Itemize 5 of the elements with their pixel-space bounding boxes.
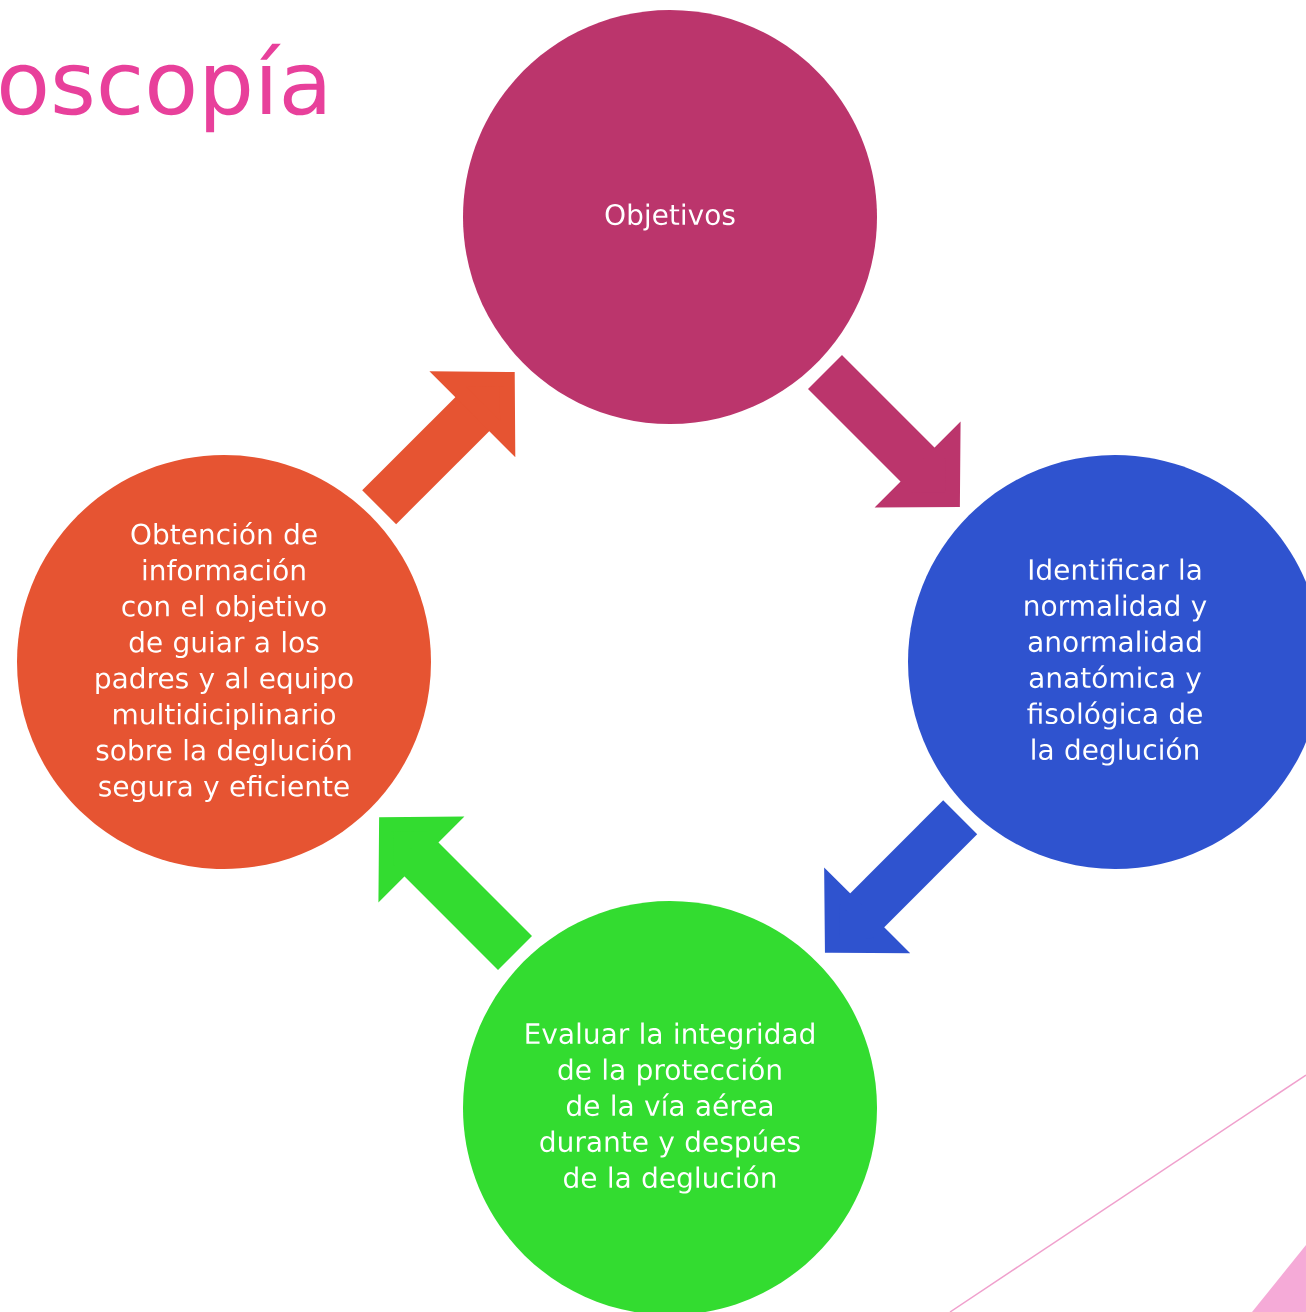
title: oscopía [1, 43, 325, 133]
block-arrow [808, 355, 961, 508]
block-arrow [378, 816, 532, 970]
block-arrow [824, 800, 978, 954]
block-arrow [362, 371, 516, 525]
